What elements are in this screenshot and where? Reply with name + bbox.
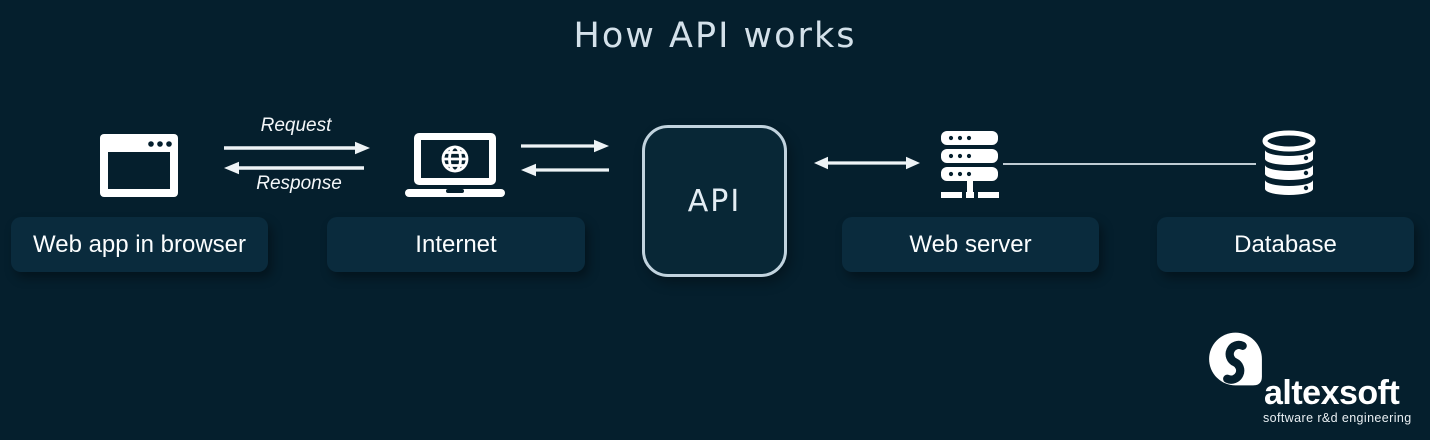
database-node: Database xyxy=(1157,217,1414,272)
api-node: API xyxy=(642,125,787,277)
laptop-globe-icon xyxy=(405,133,505,197)
internet-node: Internet xyxy=(327,217,585,272)
logo-tagline: software r&d engineering xyxy=(1263,411,1412,425)
request-label: Request xyxy=(260,115,332,136)
browser-window-icon xyxy=(100,134,178,197)
web-app-node-label: Web app in browser xyxy=(33,230,246,258)
api-node-label: API xyxy=(687,183,742,219)
database-node-label: Database xyxy=(1234,230,1337,258)
server-database-line xyxy=(1003,163,1256,165)
logo-wordmark: altexsoft xyxy=(1264,374,1400,412)
internet-to-api-arrow-icon xyxy=(521,139,609,153)
response-label: Response xyxy=(256,173,342,194)
web-server-node-label: Web server xyxy=(909,230,1032,258)
web-app-node: Web app in browser xyxy=(11,217,268,272)
server-icon xyxy=(941,131,999,198)
api-to-internet-arrow-icon xyxy=(521,163,609,177)
web-server-node: Web server xyxy=(842,217,1099,272)
internet-node-label: Internet xyxy=(415,230,497,258)
page-title: How API works xyxy=(573,16,857,56)
api-server-double-arrow-icon xyxy=(814,156,920,170)
response-arrow-icon xyxy=(224,161,364,175)
database-icon xyxy=(1262,130,1316,195)
altexsoft-logo-icon xyxy=(1209,332,1262,386)
request-arrow-icon xyxy=(224,141,370,155)
